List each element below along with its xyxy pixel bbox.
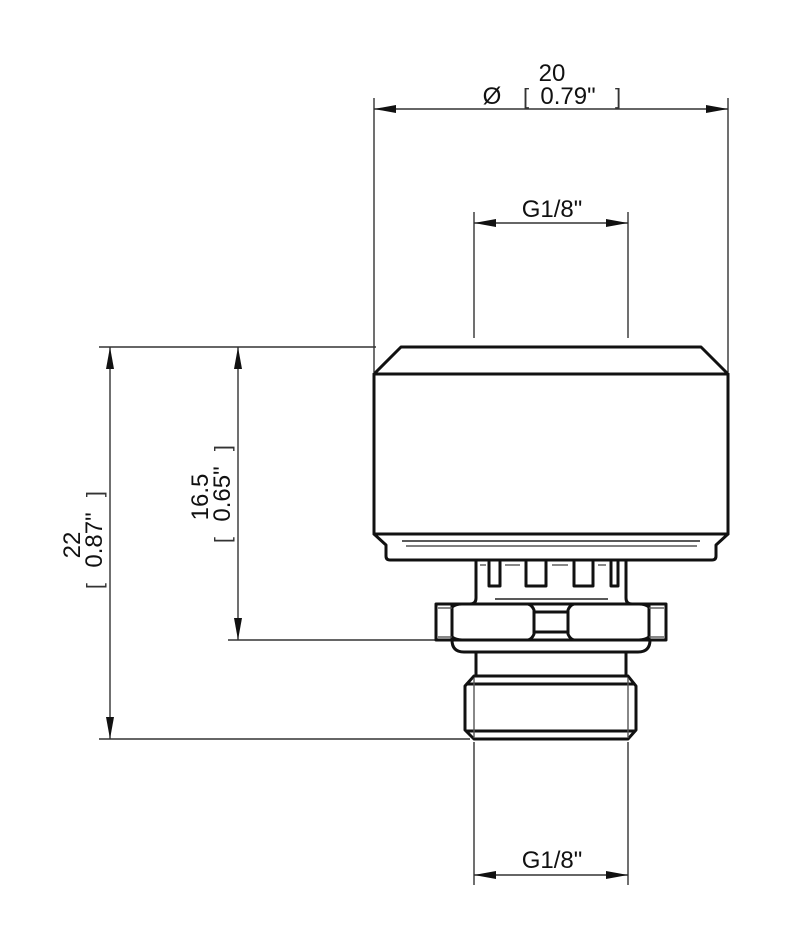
tooth-3 [572, 560, 595, 588]
hex-nut [434, 602, 668, 642]
bottom-thread-label: G1/8" [522, 847, 583, 874]
arrow-left-icon [474, 871, 496, 879]
bottom-thread-dimension: G1/8" [473, 742, 629, 885]
hex-face-right [566, 602, 651, 642]
thread-section [463, 674, 638, 741]
overall-height-dimension: 22 [ 0.87" ] [59, 346, 470, 740]
diameter-imperial-value: 0.79" [540, 83, 595, 110]
top-thread-dimension: G1/8" [473, 196, 629, 338]
top-thread-label: G1/8" [522, 196, 583, 223]
neck-left [468, 558, 478, 606]
body-height-imperial-value: 0.65" [209, 466, 236, 521]
fitting-part [372, 345, 730, 741]
overall-height-bracket-close: ] [82, 491, 107, 497]
tooth-1 [487, 560, 502, 588]
top-chamfer [372, 345, 730, 376]
main-body [372, 372, 730, 536]
hex-face-left [450, 602, 536, 642]
diameter-metric-value: 20 [539, 60, 566, 87]
diameter-bracket-open: [ [523, 84, 529, 109]
diameter-bracket-close: ] [615, 84, 621, 109]
tooth-2 [524, 560, 548, 588]
body-height-bracket-close: ] [210, 445, 235, 451]
body-height-metric-value: 16.5 [187, 474, 214, 521]
tooth-4 [609, 560, 620, 588]
washer [450, 638, 652, 654]
body-height-dimension: 16.5 [ 0.65" ] [187, 347, 440, 641]
body-height-bracket-open: [ [210, 537, 235, 543]
arrow-right-icon [706, 105, 728, 113]
diameter-symbol: Ø [483, 83, 502, 110]
arrow-down-icon [106, 717, 114, 739]
neck-right [624, 558, 634, 606]
lower-collar [372, 532, 730, 562]
overall-height-metric-value: 22 [59, 532, 86, 559]
arrow-left-icon [374, 105, 396, 113]
arrow-right-icon [606, 219, 628, 227]
overall-height-bracket-open: [ [82, 583, 107, 589]
arrow-up-icon [234, 347, 242, 369]
arrow-up-icon [106, 347, 114, 369]
arrow-right-icon [606, 871, 628, 879]
overall-height-imperial-value: 0.87" [81, 512, 108, 567]
diameter-dimension: 20 Ø [ 0.79" ] [373, 60, 729, 372]
arrow-down-icon [234, 618, 242, 640]
arrow-left-icon [474, 219, 496, 227]
